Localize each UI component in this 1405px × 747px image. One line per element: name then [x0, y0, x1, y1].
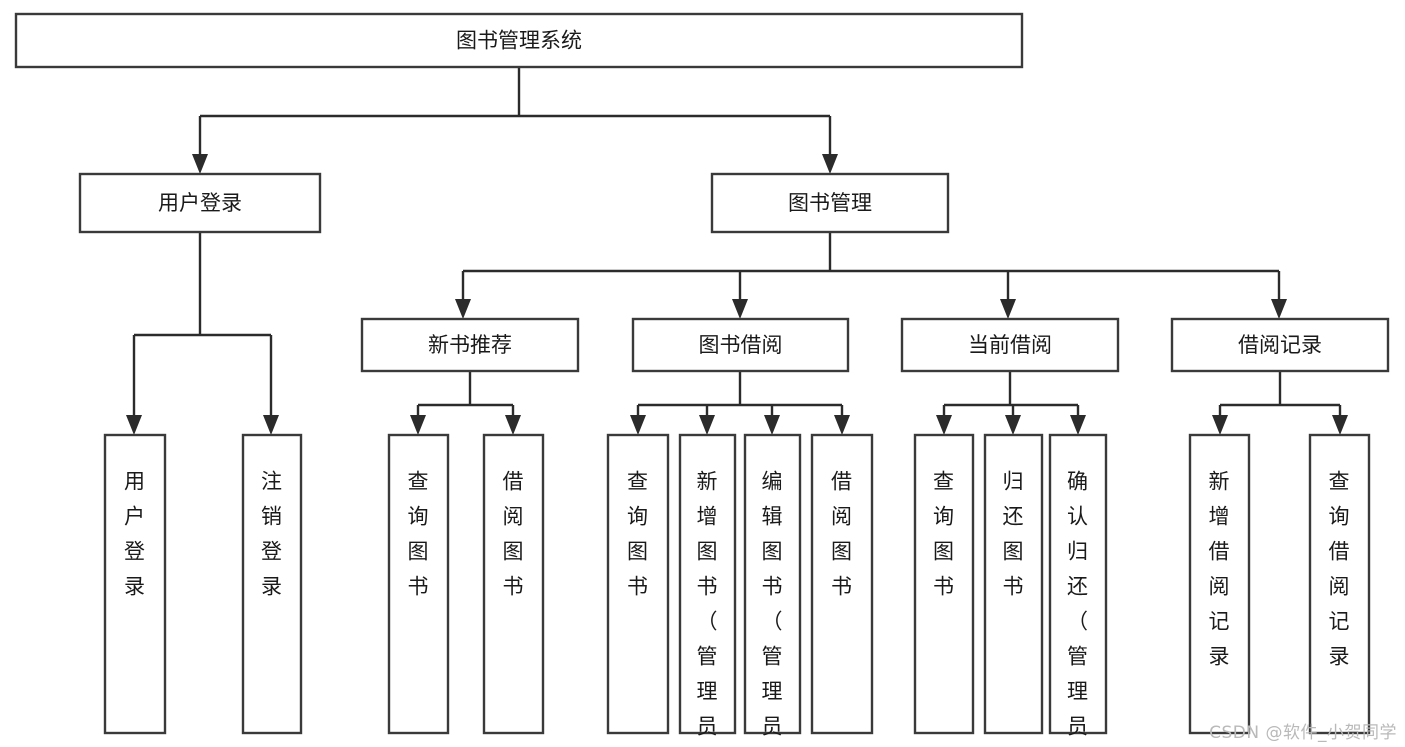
node-label: 用户登录	[124, 470, 146, 599]
node-leaf-12[interactable]: 新增借阅记录	[1188, 433, 1251, 735]
arrowhead-icon	[1070, 415, 1086, 435]
connector-layer	[126, 67, 1348, 435]
node-borrow[interactable]: 图书借阅	[631, 317, 850, 373]
node-root[interactable]: 图书管理系统	[14, 12, 1024, 69]
node-leaf-6[interactable]: 新增图书（管理员）	[678, 433, 737, 747]
node-login[interactable]: 用户登录	[78, 172, 322, 234]
node-box[interactable]	[631, 317, 850, 373]
node-label: 查询图书	[408, 470, 430, 599]
node-leaf-10[interactable]: 归还图书	[983, 433, 1044, 735]
node-label: 图书管理	[788, 191, 872, 215]
node-bookmgmt[interactable]: 图书管理	[710, 172, 950, 234]
node-label: 借阅图书	[503, 470, 525, 599]
node-label: 借阅图书	[831, 470, 853, 599]
arrowhead-icon	[263, 415, 279, 435]
node-newbook[interactable]: 新书推荐	[360, 317, 580, 373]
node-box[interactable]	[743, 433, 802, 735]
node-label: 用户登录	[158, 191, 242, 215]
node-label: 查询借阅记录	[1329, 470, 1351, 669]
node-box[interactable]	[810, 433, 874, 735]
node-leaf-7[interactable]: 编辑图书（管理员）	[743, 433, 802, 747]
arrowhead-icon	[936, 415, 952, 435]
node-label: 新书推荐	[428, 333, 512, 357]
node-box[interactable]	[710, 172, 950, 234]
node-leaf-8[interactable]: 借阅图书	[810, 433, 874, 735]
node-box[interactable]	[1188, 433, 1251, 735]
arrowhead-icon	[834, 415, 850, 435]
node-current[interactable]: 当前借阅	[900, 317, 1120, 373]
arrowhead-icon	[410, 415, 426, 435]
arrowhead-icon	[1000, 299, 1016, 319]
node-box[interactable]	[241, 433, 303, 735]
watermark-text: CSDN @软件_小贺同学	[1209, 723, 1397, 743]
node-box[interactable]	[1308, 433, 1371, 735]
node-box[interactable]	[913, 433, 975, 735]
node-box[interactable]	[103, 433, 167, 735]
node-label: 编辑图书（管理员）	[762, 470, 784, 747]
node-label: 查询图书	[627, 470, 649, 599]
node-box[interactable]	[78, 172, 322, 234]
arrowhead-icon	[764, 415, 780, 435]
node-box[interactable]	[1048, 433, 1108, 735]
arrowhead-icon	[699, 415, 715, 435]
node-label: 当前借阅	[968, 333, 1052, 357]
node-leaf-3[interactable]: 查询图书	[387, 433, 450, 735]
node-label: 图书管理系统	[456, 29, 582, 53]
arrowhead-icon	[732, 299, 748, 319]
node-box[interactable]	[983, 433, 1044, 735]
node-label: 图书借阅	[699, 333, 783, 357]
arrowhead-icon	[192, 154, 208, 174]
node-label: 新增图书（管理员）	[697, 470, 719, 747]
node-label: 归还图书	[1003, 470, 1025, 599]
arrowhead-icon	[822, 154, 838, 174]
node-label: 新增借阅记录	[1209, 470, 1231, 669]
node-box[interactable]	[14, 12, 1024, 69]
node-box[interactable]	[606, 433, 670, 735]
arrowhead-icon	[505, 415, 521, 435]
arrowhead-icon	[1332, 415, 1348, 435]
arrowhead-icon	[455, 299, 471, 319]
node-label: 查询图书	[933, 470, 955, 599]
node-leaf-4[interactable]: 借阅图书	[482, 433, 545, 735]
arrowhead-icon	[1005, 415, 1021, 435]
arrowhead-icon	[1271, 299, 1287, 319]
node-record[interactable]: 借阅记录	[1170, 317, 1390, 373]
node-leaf-11[interactable]: 确认归还（管理员）	[1048, 433, 1108, 747]
node-label: 确认归还（管理员）	[1067, 470, 1089, 747]
node-label: 注销登录	[261, 470, 283, 599]
node-box[interactable]	[482, 433, 545, 735]
node-leaf-2[interactable]: 注销登录	[241, 433, 303, 735]
node-leaf-1[interactable]: 用户登录	[103, 433, 167, 735]
node-box[interactable]	[900, 317, 1120, 373]
arrowhead-icon	[1212, 415, 1228, 435]
node-box[interactable]	[360, 317, 580, 373]
node-leaf-13[interactable]: 查询借阅记录	[1308, 433, 1371, 735]
node-label: 借阅记录	[1238, 333, 1322, 357]
arrowhead-icon	[126, 415, 142, 435]
node-layer: 图书管理系统用户登录图书管理新书推荐图书借阅当前借阅借阅记录用户登录注销登录查询…	[14, 12, 1390, 747]
node-box[interactable]	[678, 433, 737, 735]
node-leaf-5[interactable]: 查询图书	[606, 433, 670, 735]
node-leaf-9[interactable]: 查询图书	[913, 433, 975, 735]
arrowhead-icon	[630, 415, 646, 435]
node-box[interactable]	[387, 433, 450, 735]
node-box[interactable]	[1170, 317, 1390, 373]
